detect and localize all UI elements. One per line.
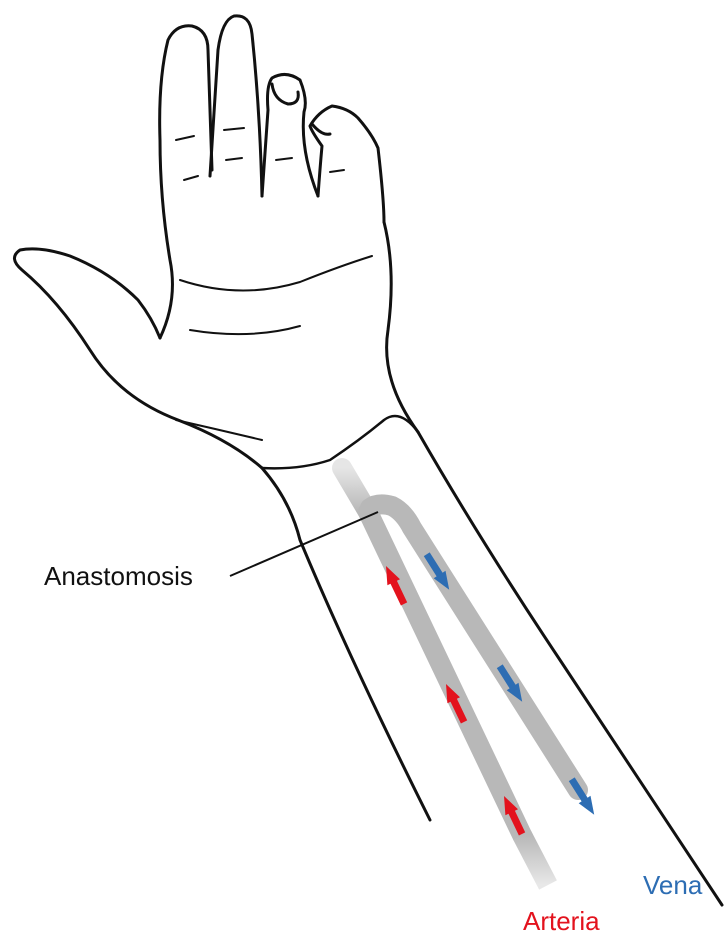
vena-label: Vena xyxy=(643,870,702,900)
hand-outline xyxy=(14,16,722,905)
anastomosis-leader-line xyxy=(230,512,378,576)
arteria-label: Arteria xyxy=(523,906,600,936)
anastomosis-label: Anastomosis xyxy=(44,561,193,591)
artery-vessel-fade xyxy=(522,835,548,885)
vessels xyxy=(342,468,578,885)
